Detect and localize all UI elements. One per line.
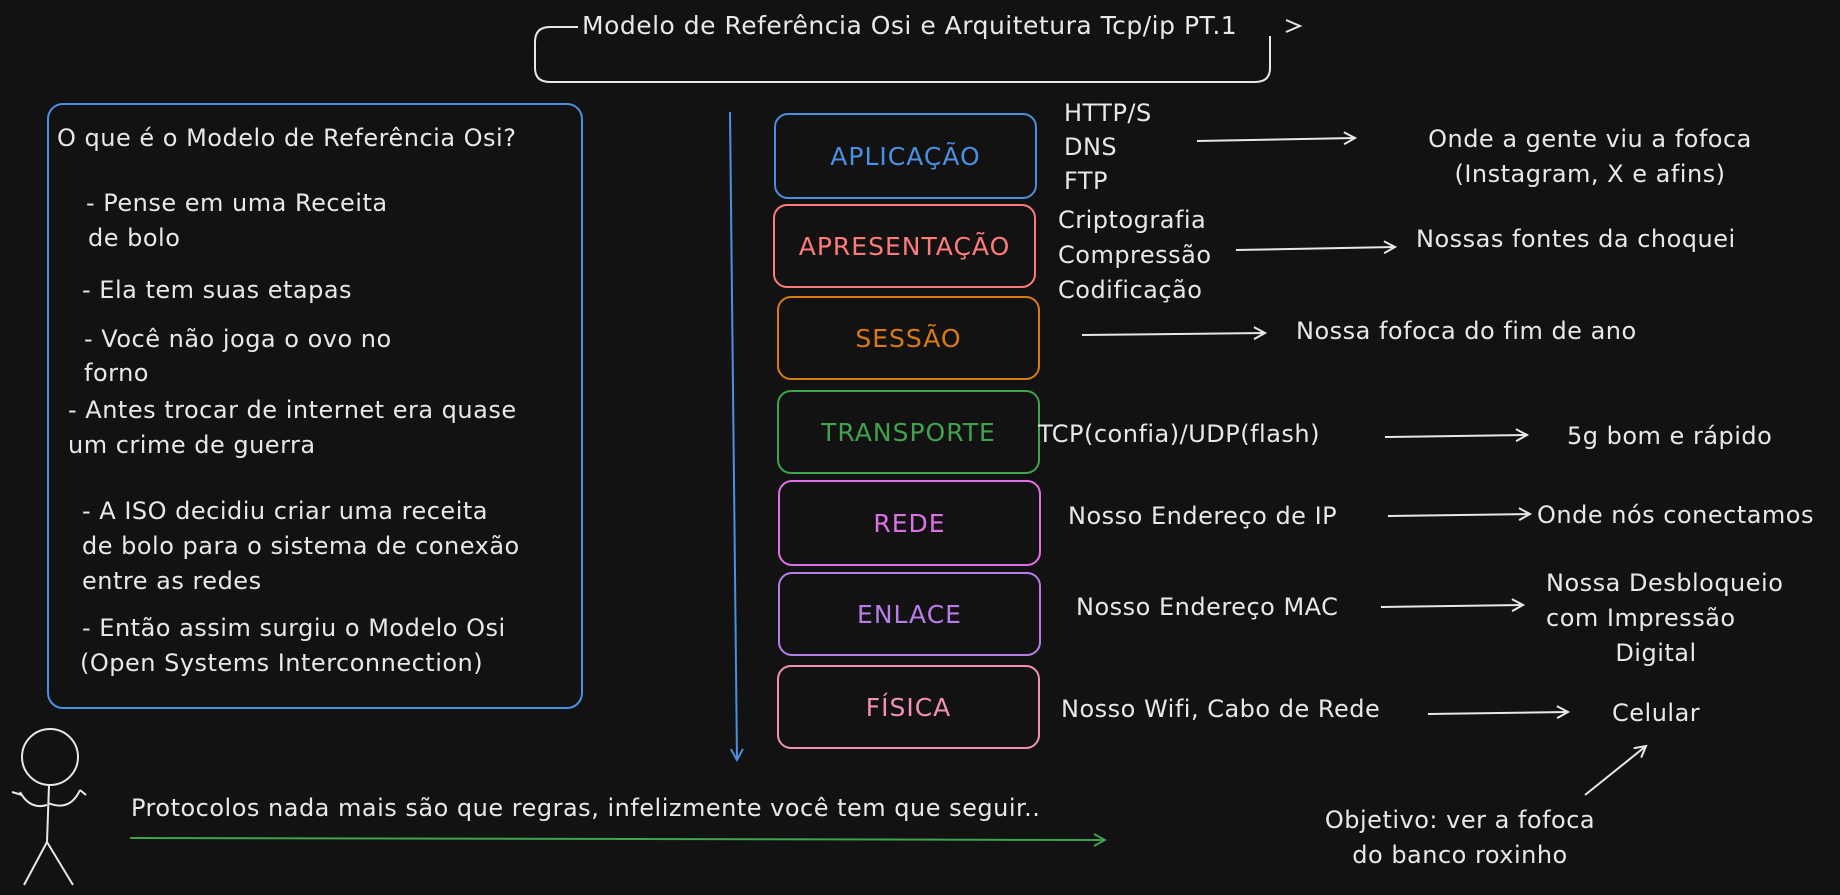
arrow-rede	[1387, 514, 1530, 516]
layer-fisica: FÍSICA	[777, 665, 1040, 749]
arrow-objective	[1584, 746, 1646, 796]
analogy-transporte: 5g bom e rápido	[1567, 422, 1773, 450]
detail-codificacao: Codificação	[1058, 276, 1203, 304]
panel-heading: O que é o Modelo de Referência Osi?	[57, 124, 517, 152]
panel-line: de bolo	[88, 224, 181, 252]
panel-line: um crime de guerra	[68, 431, 316, 459]
explanation-panel	[47, 103, 583, 709]
panel-line: (Open Systems Interconnection)	[80, 649, 484, 677]
analogy-line: (Instagram, X e afins)	[1454, 160, 1726, 188]
detail-criptografia: Criptografia	[1058, 206, 1207, 234]
detail-ftp: FTP	[1064, 167, 1109, 195]
panel-line: - Então assim surgiu o Modelo Osi	[82, 614, 506, 642]
panel-line: - Pense em uma Receita	[86, 189, 388, 217]
arrow-transporte	[1384, 435, 1527, 437]
page-title: Modelo de Referência Osi e Arquitetura T…	[582, 11, 1238, 40]
protocols-note: Protocolos nada mais são que regras, inf…	[131, 794, 1041, 822]
title-arrow-tip	[1285, 19, 1303, 33]
analogy-aplicacao: Onde a gente viu a fofoca (Instagram, X …	[1390, 122, 1790, 192]
detail-mac: Nosso Endereço MAC	[1076, 593, 1339, 621]
objective-line: do banco roxinho	[1352, 841, 1568, 869]
panel-line: - A ISO decidiu criar uma receita	[82, 497, 488, 525]
layer-order-arrow	[729, 111, 737, 760]
panel-line: forno	[84, 359, 149, 387]
layer-apresentacao: APRESENTAÇÃO	[773, 204, 1036, 288]
panel-line: - Você não joga o ovo no	[84, 325, 392, 353]
layer-transporte: TRANSPORTE	[777, 390, 1040, 474]
title-bracket	[534, 26, 1271, 83]
panel-line: entre as redes	[82, 567, 262, 595]
arrow-fisica	[1427, 712, 1568, 714]
detail-ip: Nosso Endereço de IP	[1068, 502, 1338, 530]
arrow-apresentacao	[1235, 247, 1395, 250]
detail-tcp-udp: TCP(confia)/UDP(flash)	[1038, 420, 1320, 448]
objective-note: Objetivo: ver a fofoca do banco roxinho	[1300, 803, 1620, 873]
detail-wifi: Nosso Wifi, Cabo de Rede	[1061, 695, 1381, 723]
analogy-line: com Impressão	[1546, 604, 1736, 632]
analogy-line: Digital	[1615, 639, 1697, 667]
analogy-line: Onde a gente viu a fofoca	[1428, 125, 1752, 153]
arrow-protocols	[129, 838, 1105, 840]
analogy-enlace: Nossa Desbloqueio com Impressão Digital	[1546, 566, 1784, 671]
analogy-apresentacao: Nossas fontes da choquei	[1416, 225, 1736, 253]
analogy-rede: Onde nós conectamos	[1537, 501, 1814, 529]
panel-line: - Ela tem suas etapas	[82, 276, 353, 304]
arrow-enlace	[1380, 605, 1523, 607]
layer-sessao: SESSÃO	[777, 296, 1040, 380]
panel-line: - Antes trocar de internet era quase	[68, 396, 517, 424]
analogy-sessao: Nossa fofoca do fim de ano	[1296, 317, 1637, 345]
detail-dns: DNS	[1064, 133, 1118, 161]
layer-aplicacao: APLICAÇÃO	[774, 113, 1037, 199]
analogy-line: Nossa Desbloqueio	[1546, 569, 1784, 597]
arrow-aplicacao	[1196, 138, 1355, 141]
objective-line: Objetivo: ver a fofoca	[1324, 806, 1596, 834]
detail-http: HTTP/S	[1064, 99, 1152, 127]
layer-rede: REDE	[778, 480, 1041, 566]
analogy-fisica: Celular	[1612, 699, 1701, 727]
layer-enlace: ENLACE	[778, 572, 1041, 656]
panel-line: de bolo para o sistema de conexão	[82, 532, 520, 560]
detail-compressao: Compressão	[1058, 241, 1212, 269]
arrow-sessao	[1081, 333, 1265, 335]
stick-figure	[11, 728, 87, 886]
